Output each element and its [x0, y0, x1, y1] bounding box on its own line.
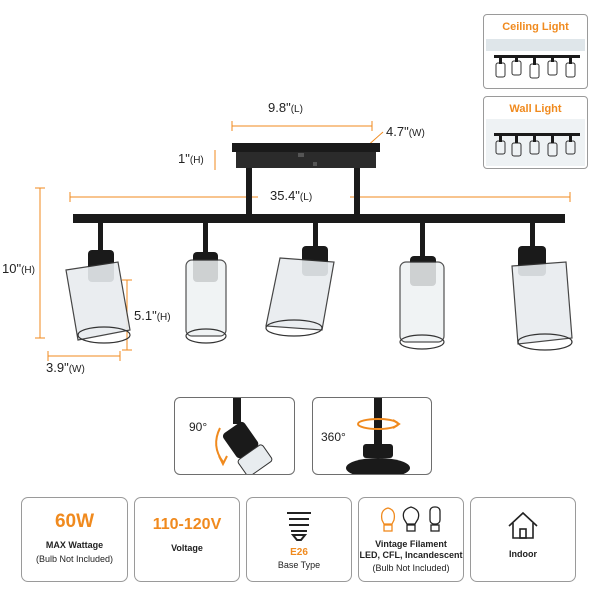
canopy-height-label: 1"(H): [178, 151, 204, 166]
voltage-label: Voltage: [171, 543, 203, 553]
bulb-title: Vintage Filament: [375, 539, 447, 549]
e26-socket-icon: [287, 512, 311, 541]
tilt-detail-panel: 90°: [174, 397, 295, 475]
total-height-label: 10"(H): [2, 261, 35, 276]
tilt-angle-label: 90°: [189, 420, 208, 434]
ceiling-light-thumbnail[interactable]: Ceiling Light: [483, 14, 588, 89]
wall-light-label: Wall Light: [509, 103, 562, 115]
location-card: Indoor: [470, 497, 576, 582]
canopy-length-label: 9.8"(L): [268, 100, 303, 115]
shade-height-label: 5.1"(H): [134, 308, 171, 323]
wall-light-illustration: [486, 119, 585, 166]
fixture-diagram: [35, 121, 573, 361]
wattage-label: MAX Wattage: [45, 540, 104, 550]
voltage-value: 110-120V: [152, 516, 222, 533]
shade-width-label: 3.9"(W): [46, 360, 85, 375]
base-value: E26: [290, 547, 308, 558]
rotate-detail-panel: 360°: [312, 397, 432, 475]
light-3: [265, 223, 335, 337]
tilt-illustration: [215, 398, 273, 474]
bulb-note: (Bulb Not Included): [372, 563, 450, 573]
light-2: [185, 223, 227, 344]
light-4: [399, 223, 445, 350]
rotate-illustration: [346, 398, 410, 474]
base-label: Base Type: [277, 560, 321, 570]
wall-light-thumbnail[interactable]: Wall Light: [483, 96, 588, 169]
house-icon: [508, 511, 538, 539]
rotate-angle-label: 360°: [321, 430, 346, 444]
wattage-note: (Bulb Not Included): [35, 554, 114, 564]
filament-bulbs-icon: [380, 506, 441, 532]
location-label: Indoor: [509, 549, 537, 559]
wattage-card: 60W MAX Wattage (Bulb Not Included): [21, 497, 128, 582]
canopy-width-label: 4.7"(W): [386, 124, 425, 139]
base-type-card: E26 Base Type: [246, 497, 352, 582]
wattage-value: 60W: [54, 511, 95, 532]
ceiling-light-label: Ceiling Light: [502, 21, 569, 33]
light-5: [511, 223, 573, 351]
bulb-compat-card: Vintage Filament LED, CFL, Incandescent …: [358, 497, 464, 582]
bar-length-label: 35.4"(L): [270, 188, 313, 203]
light-1: [65, 223, 131, 344]
bulb-types: LED, CFL, Incandescent: [359, 550, 463, 560]
voltage-card: 110-120V Voltage: [134, 497, 240, 582]
ceiling-light-illustration: [486, 39, 585, 79]
